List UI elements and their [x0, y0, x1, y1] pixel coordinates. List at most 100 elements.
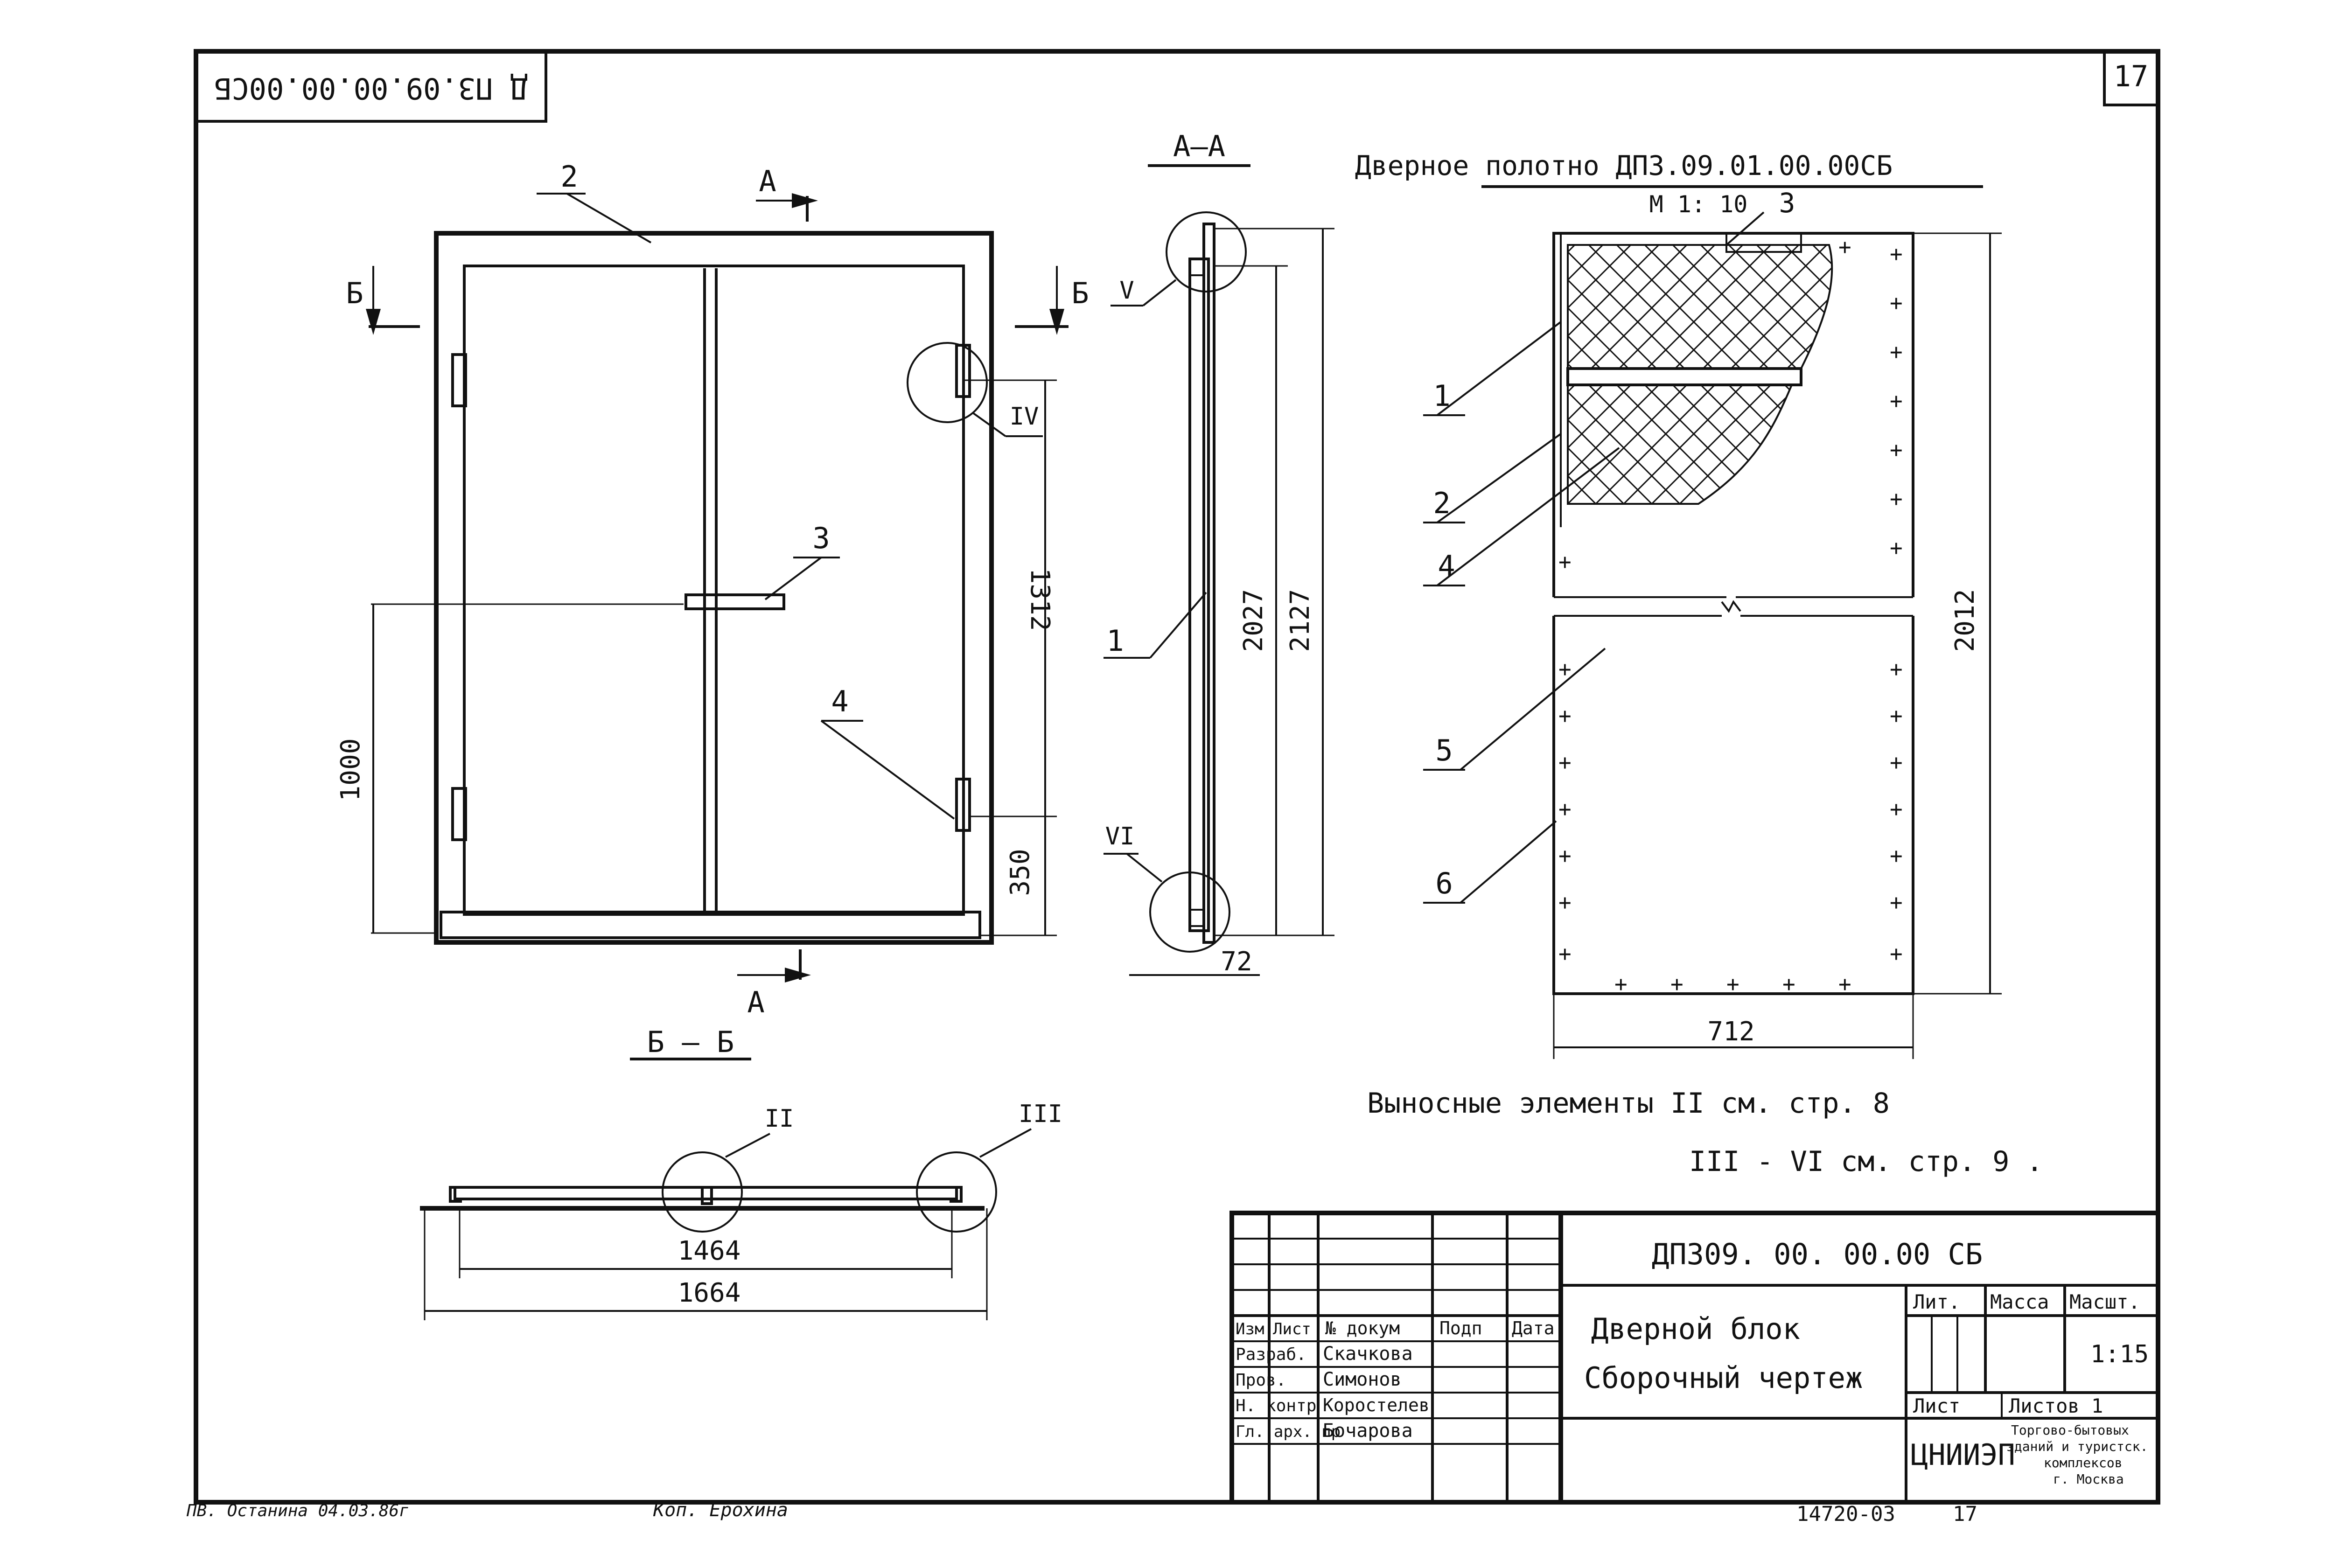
title-block: Изм Лист № докум Подп Дата Разраб. Пров.…	[1229, 1211, 2160, 1505]
svg-text:+: +	[1890, 388, 1903, 413]
person-0: Скачкова	[1323, 1343, 1413, 1365]
person-2: Коростелев	[1323, 1395, 1430, 1415]
section-aa: А—А V VI 1 2027 2127 72	[1104, 129, 1334, 977]
dim-72: 72	[1221, 947, 1252, 977]
rotated-stamp: Д П3.09.00.00.00СБ	[195, 50, 547, 123]
person-3: Бочарова	[1323, 1420, 1413, 1442]
designation: ДП309. 00. 00.00 СБ	[1652, 1237, 1983, 1271]
dim-1312: 1312	[1025, 568, 1055, 631]
dim-1664: 1664	[678, 1278, 741, 1308]
door-leaf-scale: М 1: 10	[1649, 191, 1748, 218]
svg-text:+: +	[1558, 703, 1572, 728]
leaf-callout-4: 4	[1438, 549, 1455, 583]
svg-text:+: +	[1890, 941, 1903, 966]
svg-text:+: +	[1890, 241, 1903, 266]
svg-text:+: +	[1890, 890, 1903, 915]
person-1: Симонов	[1323, 1369, 1402, 1390]
svg-text:+: +	[1670, 971, 1683, 997]
svg-text:+: +	[1838, 971, 1851, 997]
dim-350: 350	[1005, 849, 1035, 896]
org-name: ЦНИИЭП	[1911, 1438, 2015, 1472]
svg-text:+: +	[1558, 843, 1572, 868]
leaf-callout-3: 3	[1779, 187, 1795, 219]
detail-iv-label: IV	[1010, 403, 1039, 431]
detail-iii-label: III	[1019, 1100, 1062, 1128]
svg-text:+: +	[1890, 750, 1903, 775]
door-leaf-view: Дверное полотно ДП3.09.01.00.00СБ М 1: 1…	[1355, 150, 2002, 1059]
note-line-2: III - VI см. стр. 9 .	[1689, 1145, 2043, 1178]
detail-ii-label: II	[765, 1105, 794, 1133]
lit-label: Лит.	[1913, 1290, 1960, 1313]
footer-archive-no: 14720-03	[1796, 1502, 1895, 1526]
sheets-label: Листов 1	[2009, 1394, 2103, 1417]
cut-b-left: Б	[346, 276, 363, 310]
name-line-2: Сборочный чертеж	[1584, 1361, 1863, 1395]
role-1: Пров.	[1236, 1371, 1286, 1390]
svg-text:+: +	[1558, 549, 1572, 574]
sheet-number-box: 17	[2103, 50, 2159, 106]
screw-marks: + + + + + + + + + + + + + + + + + + + + …	[1558, 234, 1903, 997]
footer-page: 17	[1953, 1502, 1977, 1526]
svg-text:+: +	[1890, 796, 1903, 822]
section-bb-title: Б — Б	[647, 1025, 734, 1059]
detail-v-label: V	[1119, 277, 1134, 305]
front-callout-3: 3	[812, 521, 830, 555]
front-callout-4: 4	[831, 684, 848, 718]
role-0: Разраб.	[1236, 1345, 1306, 1364]
footer-left-note: ПВ. Останина 04.03.86г	[186, 1501, 409, 1520]
section-aa-callout-1: 1	[1106, 624, 1124, 658]
front-callout-2: 2	[560, 160, 578, 194]
hdr-doc: № докум	[1325, 1318, 1400, 1338]
sheet-number: 17	[2114, 59, 2149, 93]
role-3: Гл. арх. пр	[1236, 1422, 1341, 1441]
svg-text:+: +	[1890, 843, 1903, 868]
name-line-1: Дверной блок	[1591, 1312, 1800, 1346]
hdr-date: Дата	[1512, 1318, 1555, 1338]
stamp-code: Д П3.09.00.00.00СБ	[214, 71, 528, 105]
svg-text:+: +	[1838, 234, 1851, 259]
hdr-sign: Подп	[1439, 1318, 1482, 1338]
svg-text:+: +	[1558, 890, 1572, 915]
org-desc-1: зданий и туристск.	[2006, 1439, 2148, 1454]
section-aa-title: А—А	[1173, 129, 1225, 163]
svg-text:+: +	[1890, 486, 1903, 511]
leaf-callout-2: 2	[1433, 486, 1450, 520]
svg-text:+: +	[1614, 971, 1628, 997]
dim-2012: 2012	[1950, 589, 1980, 652]
leaf-callout-1: 1	[1433, 379, 1450, 413]
svg-text:+: +	[1890, 535, 1903, 560]
scale-label: Масшт.	[2069, 1290, 2140, 1313]
cut-a-top: А	[759, 164, 776, 198]
sheet-frame	[194, 49, 2160, 1505]
dim-2027: 2027	[1238, 589, 1269, 652]
svg-text:+: +	[1890, 437, 1903, 462]
door-leaf-title: Дверное полотно ДП3.09.01.00.00СБ	[1355, 150, 1893, 181]
org-desc-3: г. Москва	[2053, 1471, 2124, 1487]
front-view: IV 2 3 4 А А Б Б 1000	[335, 160, 1089, 1019]
svg-text:+: +	[1890, 290, 1903, 315]
leaf-callout-6: 6	[1435, 866, 1453, 900]
hdr-list: Лист	[1273, 1320, 1311, 1338]
svg-text:+: +	[1726, 971, 1739, 997]
svg-text:+: +	[1558, 750, 1572, 775]
dim-712: 712	[1707, 1017, 1754, 1047]
mass-label: Масса	[1990, 1290, 2049, 1313]
hdr-izm: Изм	[1236, 1320, 1264, 1338]
svg-text:+: +	[1782, 971, 1795, 997]
svg-text:+: +	[1890, 339, 1903, 364]
svg-text:+: +	[1558, 796, 1572, 822]
dim-1000: 1000	[335, 739, 366, 801]
dim-2127: 2127	[1285, 589, 1315, 652]
org-desc-0: Торгово-бытовых	[2011, 1422, 2129, 1438]
svg-text:+: +	[1890, 703, 1903, 728]
note-line-1: Выносные элементы II см. стр. 8	[1367, 1087, 1890, 1120]
org-desc-2: комплексов	[2044, 1455, 2123, 1470]
leaf-callout-5: 5	[1435, 733, 1453, 767]
cut-b-right: Б	[1071, 276, 1089, 310]
svg-text:+: +	[1890, 656, 1903, 682]
sheet-label: Лист	[1913, 1394, 1960, 1417]
dim-1464: 1464	[678, 1236, 741, 1266]
svg-text:+: +	[1558, 941, 1572, 966]
footer-copy-note: Коп. Ерохина	[653, 1499, 788, 1521]
